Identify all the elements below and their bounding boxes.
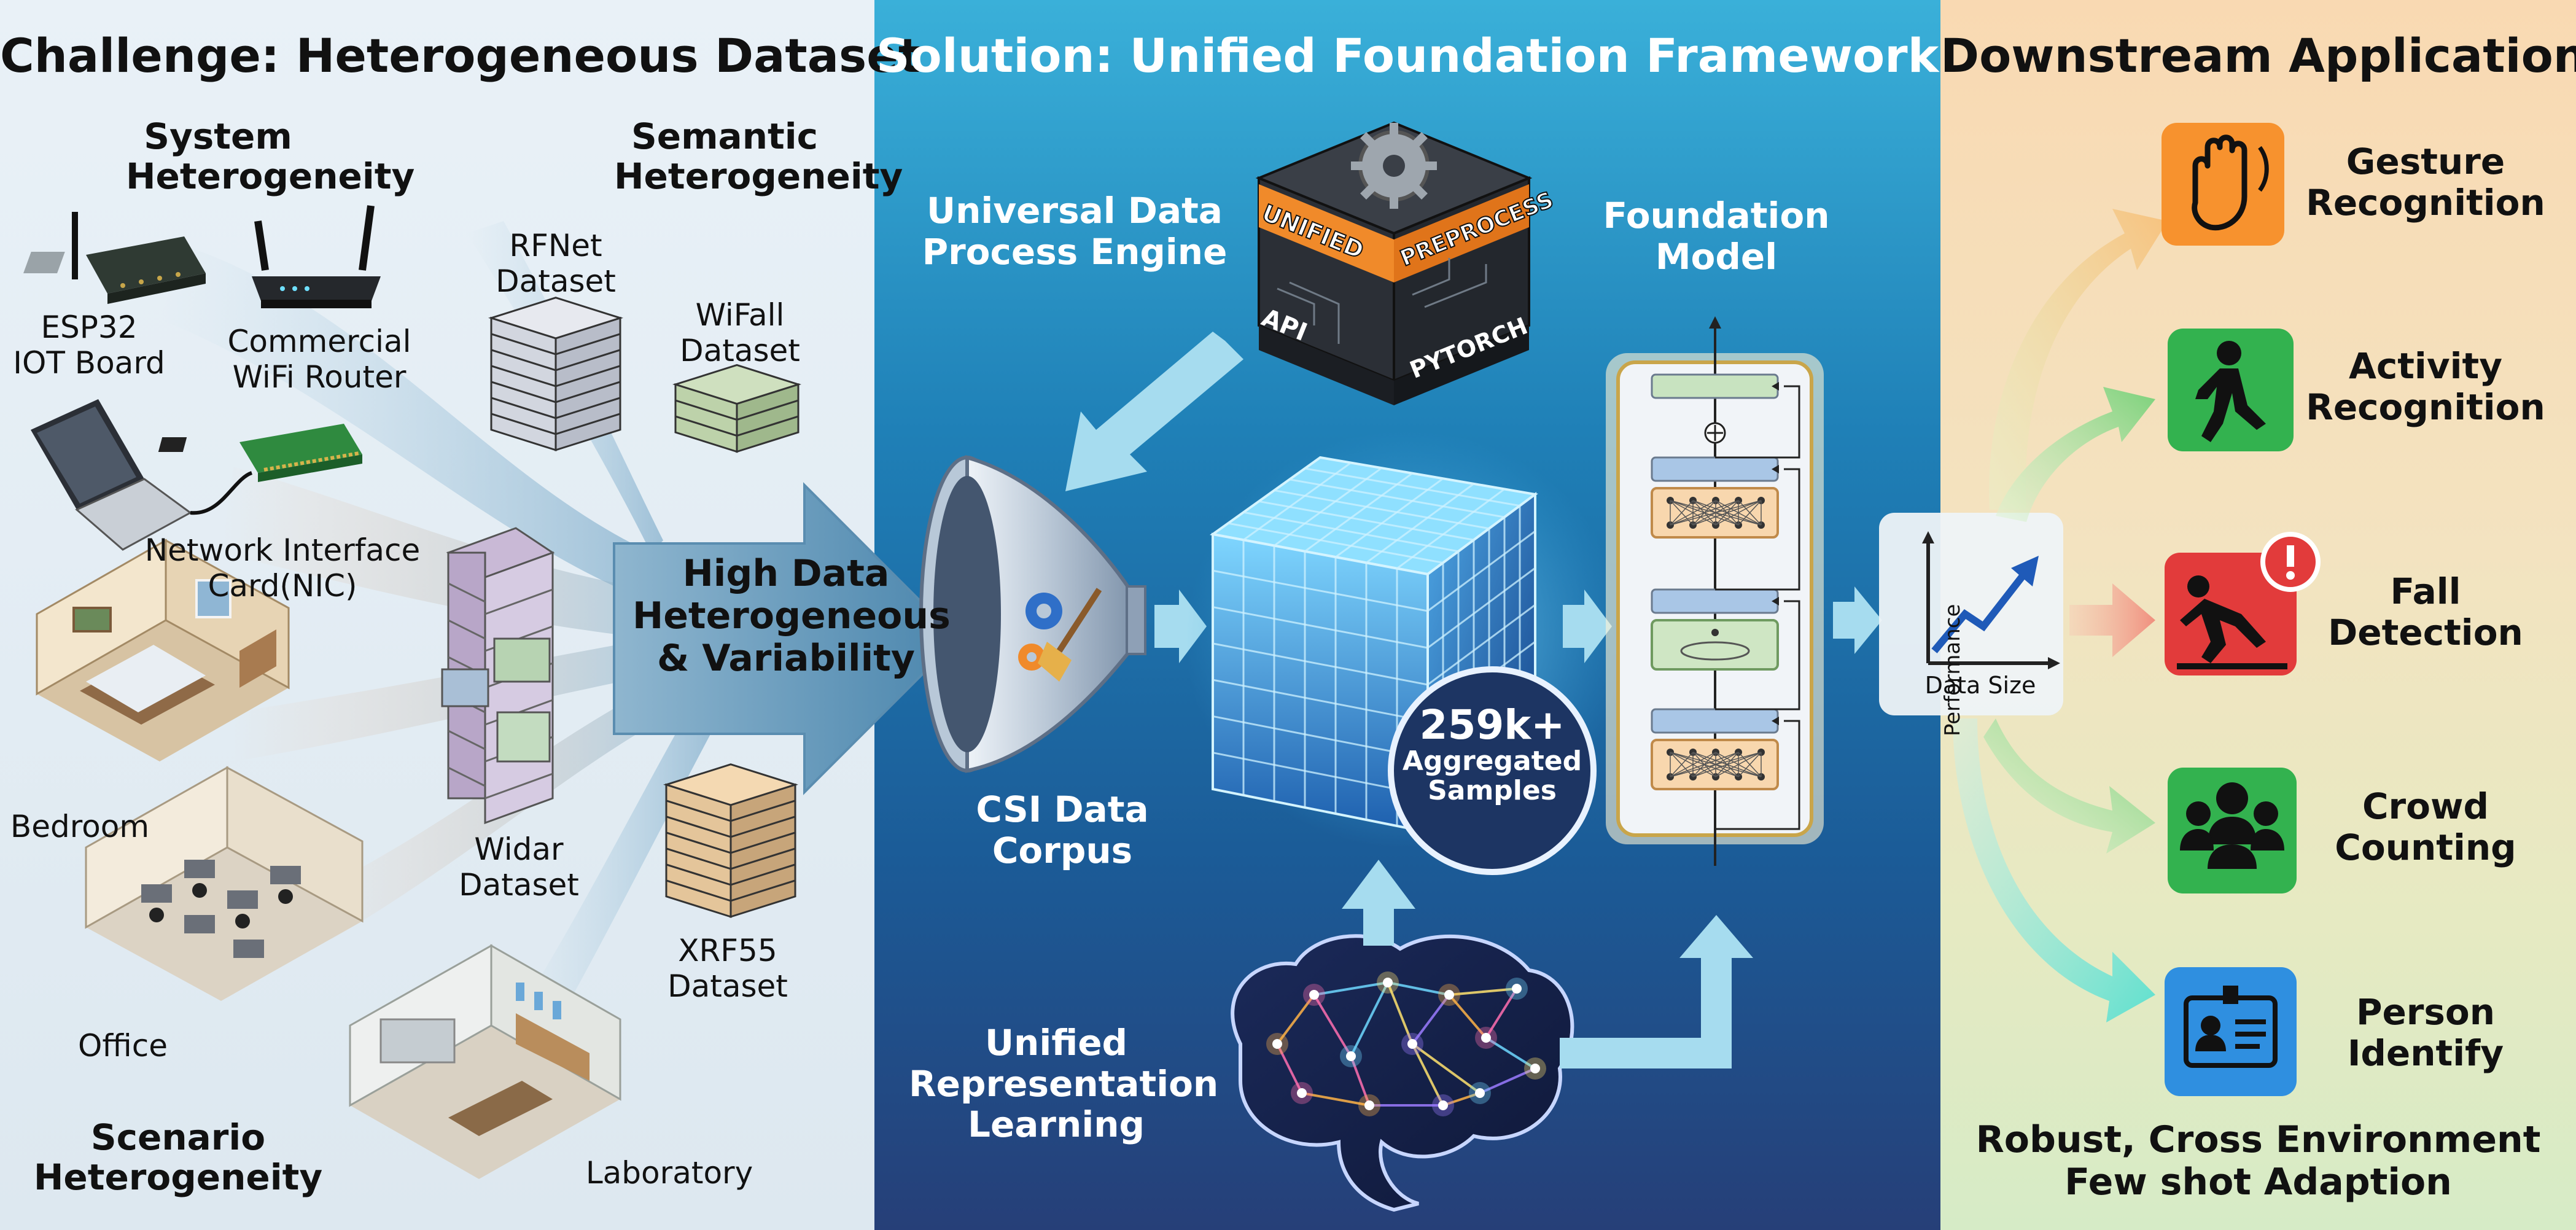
funnel-to-cube-arrow [1154, 590, 1207, 663]
samples-badge [1388, 666, 1597, 875]
bedroom-label: Bedroom [10, 809, 150, 844]
heterogeneity-arrow [613, 482, 960, 795]
challenge-title: Challenge: Heterogeneous Dataset [0, 28, 921, 83]
bedroom-illustration [36, 539, 290, 761]
foundation-model-block [1606, 316, 1824, 866]
preprocess-box-icon [1255, 121, 1533, 405]
esp32-board-icon [23, 212, 206, 304]
widar-dataset-pile [441, 527, 555, 825]
samples-badge-text: 259k+ Aggregated Samples [1402, 701, 1582, 806]
solution-title: Solution: Unified Foundation Framework [876, 28, 1939, 83]
wifall-dataset-stack [672, 364, 801, 453]
laboratory-illustration [349, 944, 621, 1179]
chart-xlabel: Data Size [1924, 672, 2036, 699]
laboratory-label: Laboratory [585, 1155, 753, 1191]
crowd-icon-tile [2168, 768, 2297, 893]
model-to-chart-arrow [1833, 586, 1882, 654]
office-label: Office [78, 1028, 168, 1064]
activity-icon-tile [2168, 329, 2294, 451]
crowd-icon [2180, 782, 2284, 869]
office-illustration [85, 766, 364, 1001]
engine-to-funnel-arrow [1065, 332, 1243, 491]
id-badge-icon [2184, 986, 2278, 1068]
brain-network-icon [1231, 934, 1574, 1212]
fall-person-icon [2177, 575, 2287, 669]
hand-wave-icon [2192, 134, 2247, 231]
laptop-nic-icon [31, 399, 362, 551]
walking-person-icon [2195, 341, 2266, 442]
fall-icon-tile [2165, 532, 2321, 675]
wifi-router-icon [252, 205, 381, 308]
brain-to-model-arrow [1560, 915, 1753, 1068]
gesture-icon-tile [2162, 123, 2284, 246]
application-arrows [1953, 209, 2168, 1022]
rfnet-dataset-stack [488, 297, 623, 451]
performance-chart [1879, 513, 2063, 715]
cube-to-model-arrow [1563, 590, 1612, 663]
funnel-icon [919, 455, 1146, 773]
brain-to-cube-arrow [1342, 860, 1415, 946]
applications-title: Downstream Applications [1940, 28, 2576, 83]
xrf55-dataset-stack [663, 763, 798, 918]
person-id-icon-tile [2165, 967, 2297, 1096]
